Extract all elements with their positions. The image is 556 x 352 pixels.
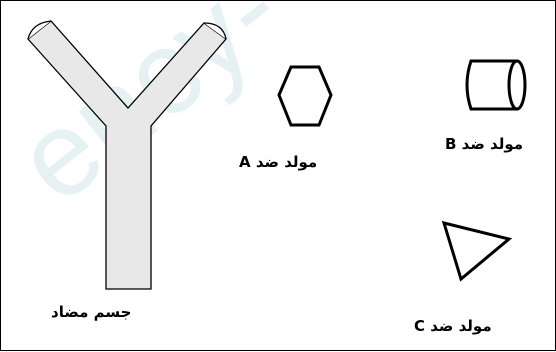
antigen-c-triangle (441, 220, 513, 282)
antibody-body (27, 20, 227, 290)
antigen-b-label: مولد ضد B (445, 135, 524, 153)
antibody-label: جسم مضاد (51, 303, 132, 321)
antigen-a-label: مولد ضد A (239, 153, 318, 171)
antibody-right-binding-site (203, 22, 227, 40)
antigen-a-hexagon (277, 65, 333, 127)
antibody-y-shape (27, 20, 227, 290)
antigen-b-cylinder (465, 59, 527, 111)
antibody-left-binding-site (27, 20, 52, 40)
antigen-c-label: مولد ضد C (414, 317, 492, 335)
